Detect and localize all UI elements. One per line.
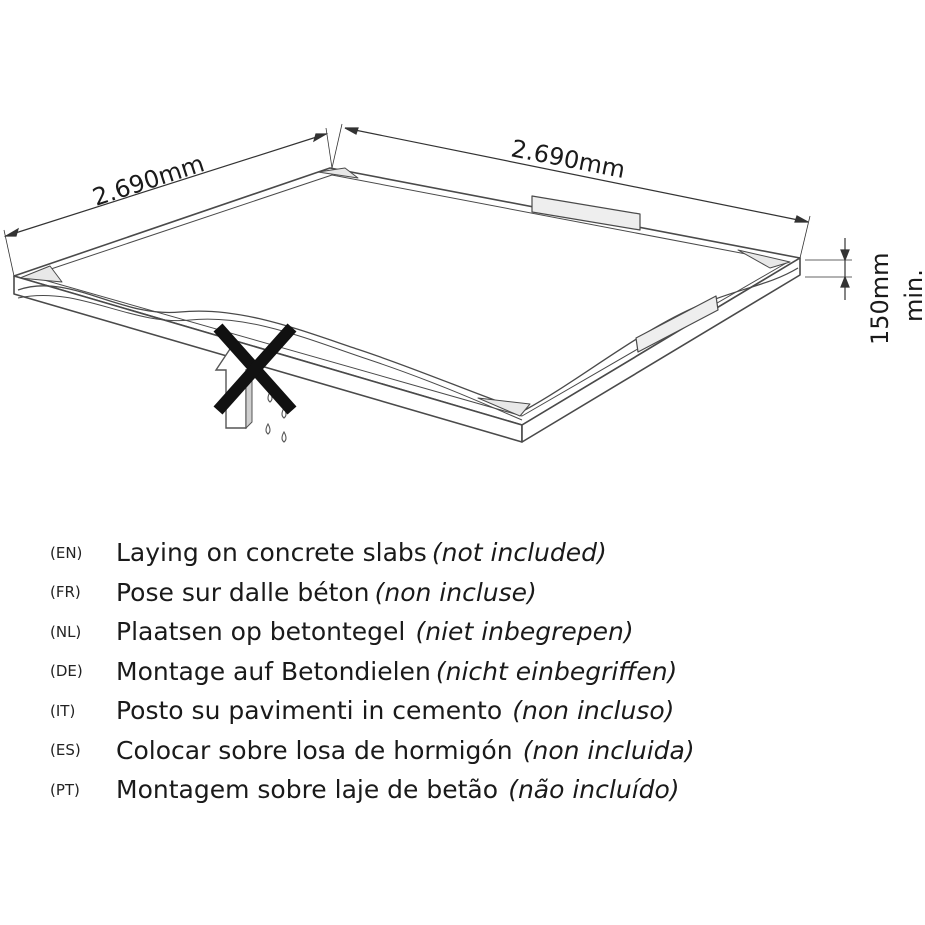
instruction-note: (not included) (431, 538, 607, 568)
ground-wave-left (17, 285, 523, 411)
language-code: (ES) (50, 741, 81, 760)
legend-row-nl: (NL) Plaatsen op betontegel (niet inbegr… (50, 612, 910, 652)
dimension-line-right (344, 127, 809, 223)
corner-bracket-back (317, 167, 359, 179)
instruction-text: Laying on concrete slabs (116, 538, 427, 568)
legend-row-es: (ES) Colocar sobre losa de hormigón (non… (50, 731, 910, 771)
language-code: (PT) (50, 780, 80, 799)
legend-row-pt: (PT) Montagem sobre laje de betão (não i… (50, 770, 910, 810)
legend-row-en: (EN) Laying on concrete slabs (not inclu… (50, 533, 910, 573)
language-code: (FR) (50, 583, 81, 602)
instruction-text: Montage auf Betondielen (116, 656, 431, 686)
concrete-slab-diagram: 2.690mm 2.690mm 150mm min. (3, 123, 925, 443)
corner-bracket-right (737, 249, 791, 269)
language-code: (NL) (50, 622, 82, 641)
legend-row-fr: (FR) Pose sur dalle béton (non incluse) (50, 573, 910, 613)
width-left-label: 2.690mm (89, 149, 207, 211)
back-rail (531, 195, 641, 231)
instruction-text: Pose sur dalle béton (116, 577, 370, 607)
instruction-note: (nicht einbegriffen) (435, 656, 678, 686)
corner-bracket-left (19, 265, 63, 283)
language-code: (IT) (50, 701, 76, 720)
instruction-text: Montagem sobre laje de betão (116, 775, 499, 805)
instruction-note: (não incluído) (508, 775, 680, 805)
width-right-label: 2.690mm (509, 134, 628, 184)
instruction-note: (non incluida) (522, 735, 695, 765)
corner-bracket-front (477, 397, 531, 417)
language-code: (DE) (50, 662, 83, 681)
instruction-text: Posto su pavimenti in cemento (116, 696, 503, 726)
legend-row-it: (IT) Posto su pavimenti in cemento (non … (50, 691, 910, 731)
slab-top-surface (13, 167, 801, 426)
right-rail (635, 295, 719, 353)
legend-row-de: (DE) Montage auf Betondielen (nicht einb… (50, 652, 910, 692)
instruction-text: Plaatsen op betontegel (116, 617, 406, 647)
dimension-line-left (5, 133, 327, 237)
no-moisture-icon (213, 323, 297, 443)
ground-wave-left-lower (17, 294, 523, 421)
language-code: (EN) (50, 543, 83, 562)
instruction-note: (niet inbegrepen) (415, 617, 634, 647)
height-label: 150mm (866, 252, 894, 345)
language-legend: (EN) Laying on concrete slabs (not inclu… (50, 533, 910, 810)
instruction-note: (non incluso) (512, 696, 675, 726)
height-suffix-label: min. (900, 269, 925, 322)
instruction-note: (non incluse) (374, 577, 537, 607)
instruction-text: Colocar sobre losa de hormigón (116, 735, 513, 765)
